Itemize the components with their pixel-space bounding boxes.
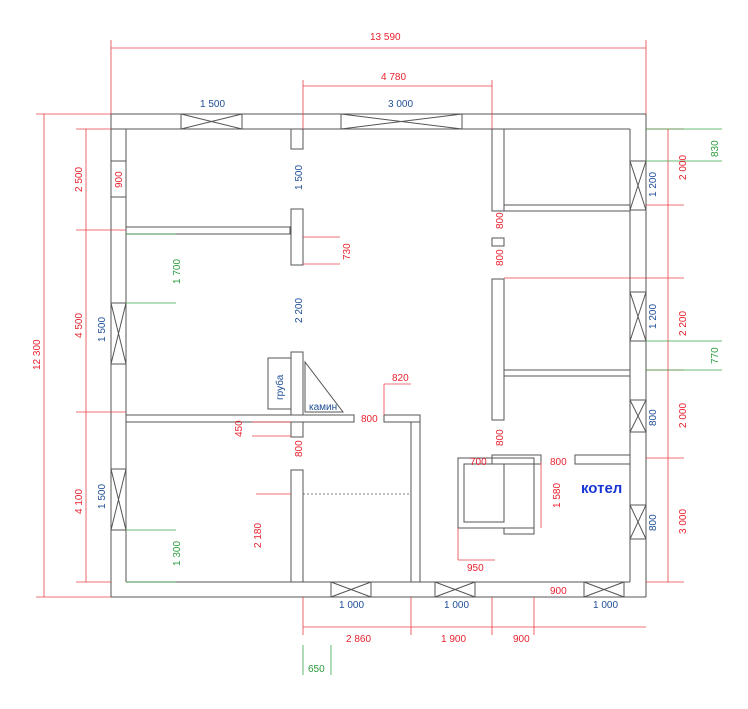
dim-green-right-top: 830 bbox=[710, 140, 721, 157]
vwall-291-c bbox=[290, 351, 304, 416]
window-right-1 bbox=[629, 160, 647, 211]
dim-2200: 2 200 bbox=[294, 298, 305, 323]
dim-d800-rb: 800 bbox=[550, 457, 567, 468]
dim-left-top: 2 500 bbox=[74, 167, 85, 192]
room-labels: груба камин котел bbox=[274, 374, 622, 497]
dim-green-left-2: 1 300 bbox=[172, 541, 183, 566]
dim-900-left: 900 bbox=[114, 171, 125, 188]
vwall-291-d bbox=[290, 421, 304, 438]
dim-green-right-mid: 770 bbox=[710, 347, 721, 364]
win-right-4-size: 800 bbox=[648, 514, 659, 531]
dim-800-r1: 800 bbox=[495, 212, 506, 229]
dim-overall-height: 12 300 bbox=[32, 339, 43, 370]
interior-walls bbox=[110, 128, 631, 583]
dim-1500-mid: 1 500 bbox=[294, 165, 305, 190]
vwall-504-low bbox=[503, 527, 535, 535]
dim-d950: 950 bbox=[467, 563, 484, 574]
vwall-492-c bbox=[491, 278, 505, 421]
green-dimension-lines bbox=[126, 128, 722, 675]
win-top-2-size: 3 000 bbox=[388, 99, 413, 110]
dim-overall-width: 13 590 bbox=[370, 32, 401, 43]
dimension-texts: 13 590 4 780 2 860 1 900 900 650 700 800… bbox=[308, 32, 567, 675]
window-bottom-1 bbox=[330, 581, 372, 598]
dimension-lines bbox=[36, 40, 684, 635]
vwall-291-b bbox=[290, 208, 304, 266]
dim-bottom-green: 650 bbox=[308, 664, 325, 675]
win-right-3-size: 800 bbox=[648, 409, 659, 426]
dim-450: 450 bbox=[234, 420, 245, 437]
fireplace-label: камин bbox=[309, 402, 337, 413]
window-right-4 bbox=[629, 504, 647, 540]
outer-walls bbox=[110, 113, 647, 598]
left-wall-piece-1 bbox=[110, 128, 127, 162]
dim-2180: 2 180 bbox=[253, 523, 264, 548]
vwall-492-b bbox=[491, 237, 505, 247]
dim-left-bottom: 4 100 bbox=[74, 489, 85, 514]
windows bbox=[110, 113, 647, 598]
window-left-2 bbox=[110, 468, 127, 531]
dim-green-left-1: 1 700 bbox=[172, 259, 183, 284]
vertical-dimension-texts: 12 300 2 500 4 500 4 100 900 730 450 800… bbox=[32, 140, 721, 566]
closet bbox=[457, 457, 535, 529]
dim-d800-fire: 800 bbox=[361, 414, 378, 425]
hwall-418 bbox=[125, 414, 355, 423]
window-texts: 1 500 3 000 1 000 1 000 1 000 1 500 1 50… bbox=[97, 99, 659, 611]
fireplace-shape bbox=[304, 360, 345, 413]
dim-right-1: 2 000 bbox=[678, 155, 689, 180]
window-left-1 bbox=[110, 302, 127, 365]
hwall-right-370 bbox=[503, 369, 631, 377]
win-left-1-size: 1 500 bbox=[97, 317, 108, 342]
window-right-3 bbox=[629, 399, 647, 433]
chimney-label: груба bbox=[274, 374, 286, 400]
window-right-2 bbox=[629, 291, 647, 342]
vwall-411 bbox=[410, 421, 421, 583]
hwall-right-458b bbox=[574, 454, 631, 465]
closet-inner bbox=[463, 463, 505, 523]
dim-d900-right: 900 bbox=[550, 586, 567, 597]
left-wall-piece-2 bbox=[110, 196, 127, 304]
dim-1580: 1 580 bbox=[552, 483, 563, 508]
dim-bottom-c: 900 bbox=[513, 634, 530, 645]
window-top-1 bbox=[180, 113, 243, 130]
dim-bottom-a: 2 860 bbox=[346, 634, 371, 645]
dim-800-r3: 800 bbox=[495, 429, 506, 446]
win-right-2-size: 1 200 bbox=[648, 304, 659, 329]
hwall-230 bbox=[125, 226, 291, 235]
vwall-291-e bbox=[290, 469, 304, 583]
dim-800-r2: 800 bbox=[495, 249, 506, 266]
boiler-label: котел bbox=[581, 480, 622, 497]
win-right-1-size: 1 200 bbox=[648, 172, 659, 197]
vwall-291-a bbox=[290, 128, 304, 150]
win-bottom-3-size: 1 000 bbox=[593, 600, 618, 611]
dim-left-mid: 4 500 bbox=[74, 313, 85, 338]
dim-d700: 700 bbox=[470, 457, 487, 468]
dim-right-4: 3 000 bbox=[678, 509, 689, 534]
dim-bottom-b: 1 900 bbox=[441, 634, 466, 645]
dim-right-3: 2 000 bbox=[678, 403, 689, 428]
dim-730: 730 bbox=[342, 243, 353, 260]
win-bottom-2-size: 1 000 bbox=[444, 600, 469, 611]
dim-right-2: 2 200 bbox=[678, 311, 689, 336]
hwall-right-211 bbox=[503, 204, 631, 212]
dim-d820: 820 bbox=[392, 373, 409, 384]
win-bottom-1-size: 1 000 bbox=[339, 600, 364, 611]
window-bottom-2 bbox=[434, 581, 476, 598]
hwall-418-right bbox=[383, 414, 421, 423]
window-bottom-3 bbox=[583, 581, 625, 598]
chimney-box bbox=[267, 357, 292, 410]
win-top-1-size: 1 500 bbox=[200, 99, 225, 110]
window-top-2 bbox=[340, 113, 463, 130]
dim-800-low: 800 bbox=[294, 440, 305, 457]
win-left-2-size: 1 500 bbox=[97, 484, 108, 509]
hwall-right-458 bbox=[491, 454, 542, 465]
dim-top-span: 4 780 bbox=[381, 72, 406, 83]
vwall-492-a bbox=[491, 128, 505, 212]
